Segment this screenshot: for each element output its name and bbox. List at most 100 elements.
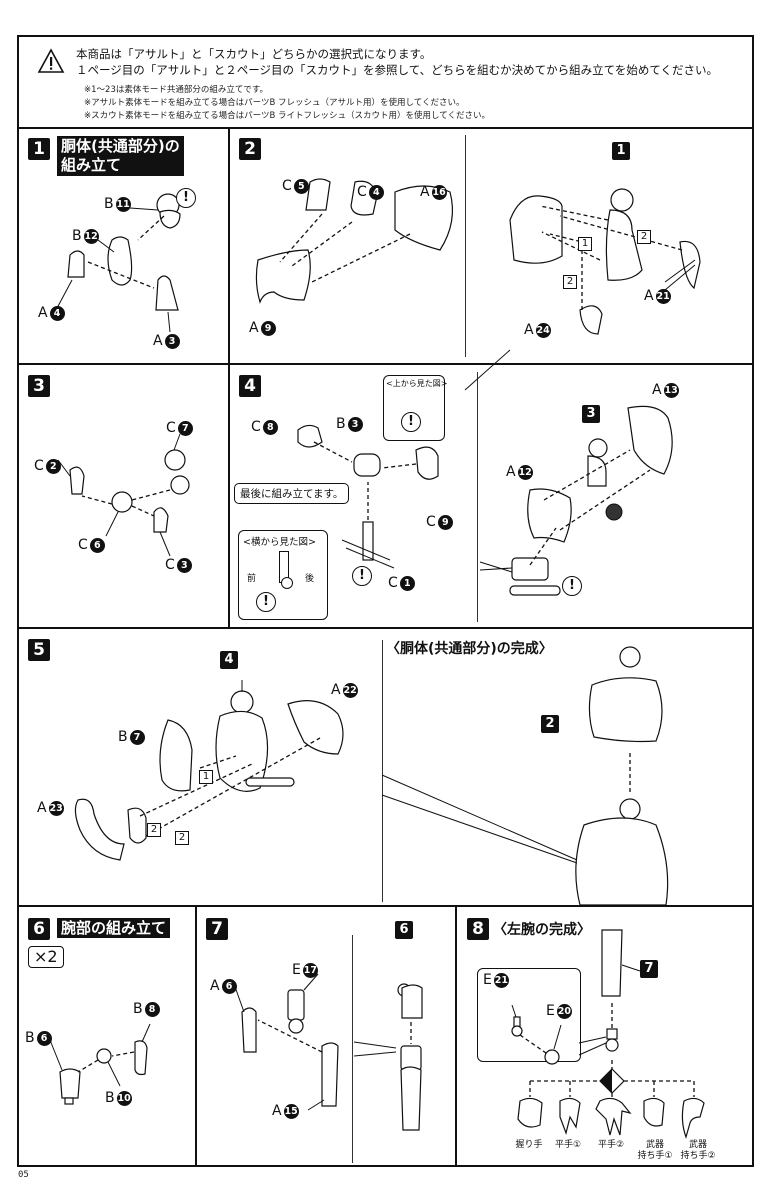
ref-step-3: 3 [582,405,600,423]
part-c6 [111,491,133,513]
part-c7 [170,475,190,495]
step-8-number: 8 [467,918,489,940]
front-label: 前 [247,574,257,584]
part-a4 [67,250,85,278]
step-2-diagram [255,178,701,391]
ref-step-7: 7 [640,960,658,978]
step-7-number: 7 [206,918,228,940]
part-c9 [415,446,439,480]
apply-glue-icon [605,503,623,521]
divider-col-r4b [455,905,457,1167]
part-a13 [627,405,673,475]
header-line2: １ページ目の「アサルト」と２ページ目の「スカウト」を参照して、どちらを組むか決め… [76,63,719,77]
hand-weapon-1 [643,1097,665,1127]
part-a22 [287,700,344,755]
step-5-number: 5 [28,639,50,661]
step-1-number: 1 [28,138,50,160]
sequence-2b: 2 [175,831,189,845]
part-c2 [69,466,85,495]
divider-row3 [17,905,754,907]
step-1-title-line2: 組み立て [61,156,122,174]
wrist-joint [605,1038,619,1052]
divider-col-r2 [228,363,230,627]
back-label: 後 [305,574,315,584]
ref-step-2: 2 [541,715,559,733]
part-e21 [511,1025,523,1037]
sequence-1: 1 [199,770,213,784]
part-b11 [159,209,181,229]
subdivider-step7 [352,935,353,1163]
step-1-title: 胴体(共通部分)の 組み立て [57,136,184,176]
step-4-diagram [297,405,673,596]
quantity-multiplier: ×2 [28,946,64,968]
part-a3 [155,275,179,311]
hand-label-flat-2: 平手② [597,1140,625,1150]
divider-header [17,127,754,129]
part-a12 [527,488,572,543]
subdivider-step2 [465,135,466,357]
caution-icon: ! [352,566,372,586]
caution-icon: ! [256,592,276,612]
part-torso-upper [509,195,563,264]
hand-label-weapon-2: 武器 持ち手② [680,1140,716,1161]
part-b7 [159,719,193,792]
side-view-caption: <横から見た図> [243,537,316,548]
hand-label-weapon-1: 武器 持ち手① [637,1140,673,1161]
step-5-diagram [74,680,344,861]
part-a23 [74,798,125,861]
part-c3 [153,507,169,533]
step-7-diagram [233,973,423,1131]
part-a15 [321,1042,339,1107]
part-e20 [544,1049,560,1065]
part-c8 [297,424,323,448]
hand-flat-2 [595,1097,632,1136]
divider-col-r1 [228,127,230,363]
ref-step-4: 4 [220,651,238,669]
part-b3 [353,453,381,477]
step-3-number: 3 [28,375,50,397]
hand-label-flat-1: 平手① [554,1140,582,1150]
step-6-diagram [49,1023,151,1105]
step-4-number: 4 [239,375,261,397]
page-frame [17,35,754,1167]
subdivider-step5 [382,640,383,902]
step-3-diagram [57,433,190,557]
part-b6 [59,1068,81,1099]
part-a23-side [127,807,147,844]
sub-assembly-1 [605,209,643,281]
part-a21 [679,240,701,290]
subdivider-step4 [477,372,478,622]
divider-row2 [17,627,754,629]
sub-assembly-4 [215,710,269,792]
side-view-inset: <横から見た図> 前 後 [238,530,328,620]
divider-col-r4a [195,905,197,1167]
header-note-1: ※1～23は素体モード共通部分の組み立てです。 [84,85,268,95]
top-view-caption: <上から見た図> [386,379,448,388]
sequence-2: 2 [147,823,161,837]
forearm-assembly [601,929,623,997]
part-b3-assembled [511,557,549,581]
caution-icon: ! [401,412,421,432]
caution-icon: ! [562,576,582,596]
part-b8 [134,1040,148,1076]
hand-flat-1 [559,1097,581,1136]
